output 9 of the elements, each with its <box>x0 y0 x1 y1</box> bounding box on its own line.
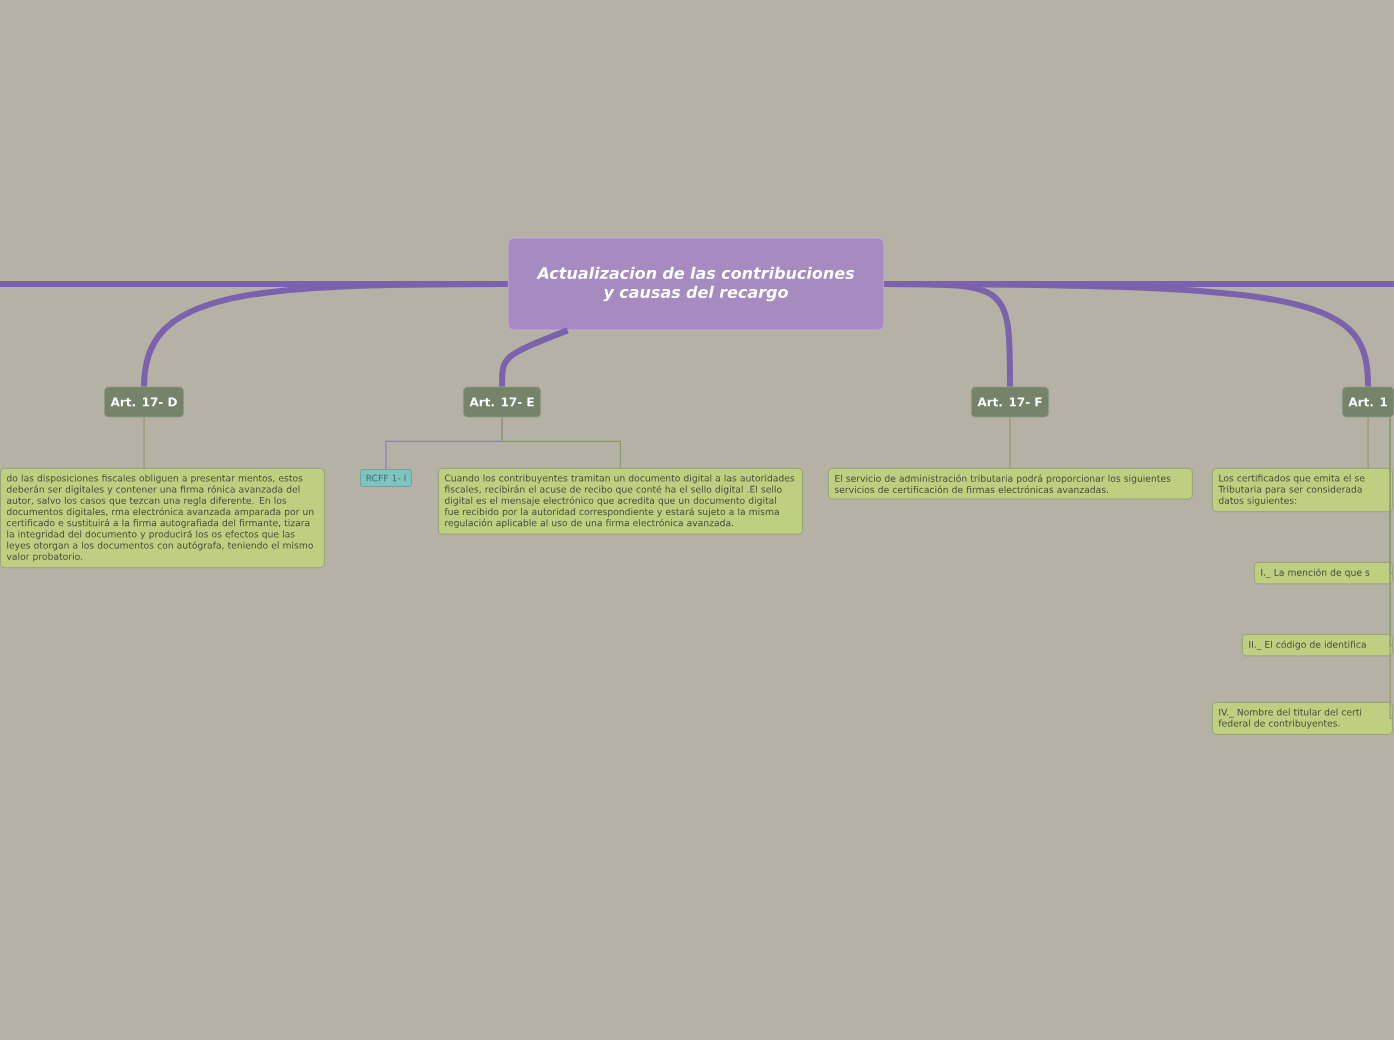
connector-line <box>143 416 145 469</box>
connector-line <box>884 281 1372 387</box>
connector-line <box>1367 416 1369 469</box>
connector-line <box>501 416 621 469</box>
connector-line <box>141 281 508 387</box>
title-box: Actualizacion de las contribuciones y causas del recargo <box>507 237 885 331</box>
connector-line <box>499 327 569 387</box>
connector-line <box>1009 416 1011 469</box>
connector-line <box>1389 416 1394 720</box>
